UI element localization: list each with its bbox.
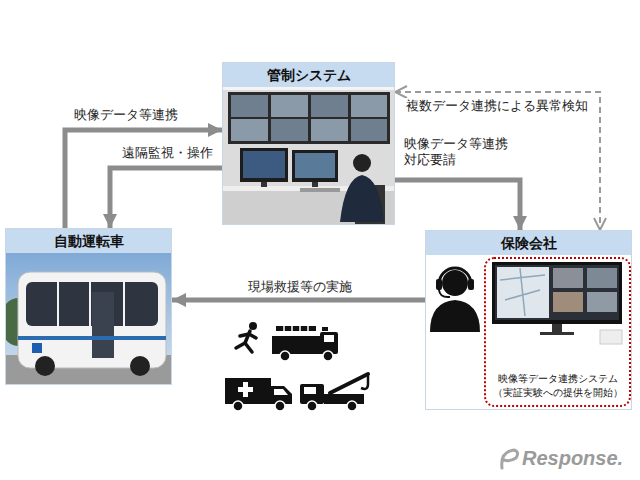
bus-photo-part bbox=[92, 292, 114, 358]
bus-photo-part bbox=[130, 356, 150, 376]
operator-headset-icon-part bbox=[442, 270, 468, 296]
bus-photo-part bbox=[18, 272, 166, 368]
bus-photo-part bbox=[18, 336, 166, 340]
monitor-photo bbox=[492, 262, 622, 344]
monitor-photo-part bbox=[497, 267, 549, 318]
tow-truck-icon-part bbox=[330, 374, 368, 393]
control-room-photo-part bbox=[351, 119, 387, 141]
rescue-icons bbox=[225, 322, 368, 411]
monitor-photo-part bbox=[552, 324, 562, 332]
ambulance-icon bbox=[225, 378, 292, 411]
tow-truck-icon-part bbox=[304, 387, 316, 394]
monitor-photo-part bbox=[540, 332, 574, 335]
runner-icon-part bbox=[236, 343, 252, 352]
watermark-logo bbox=[502, 450, 518, 468]
monitor-photo-part bbox=[553, 292, 583, 312]
bus-photo-part bbox=[123, 282, 125, 326]
tow-truck-icon bbox=[300, 374, 368, 411]
monitor-photo-part bbox=[587, 268, 617, 288]
bus-photo-part bbox=[89, 282, 91, 326]
runner-icon bbox=[236, 322, 257, 352]
vehicle-box: 自動運転車 bbox=[5, 228, 172, 385]
control-room-photo-part bbox=[311, 95, 348, 117]
control-room-photo-part bbox=[353, 154, 371, 172]
ambulance-icon-part bbox=[274, 389, 288, 395]
control-room-photo-part bbox=[231, 119, 268, 141]
ambulance-icon-part bbox=[238, 387, 253, 392]
fire-truck-icon-part bbox=[272, 336, 322, 354]
flow-arrow bbox=[65, 130, 222, 228]
operator-headset-icon-part bbox=[430, 300, 480, 332]
insurer-box: 保険会社映像等データ連携システム （実証実験への提供を開始） bbox=[425, 230, 632, 410]
node-heading: 保険会社 bbox=[426, 231, 631, 255]
control-room-photo-part bbox=[240, 148, 288, 182]
control-room-photo-part bbox=[351, 95, 387, 117]
control-room-photo-part bbox=[292, 150, 338, 182]
control-room-photo-part bbox=[311, 119, 348, 141]
control-room-photo-part bbox=[300, 188, 340, 192]
operator-headset-icon-part bbox=[439, 268, 471, 284]
edge-label: 映像データ等連携 対応要請 bbox=[402, 136, 518, 169]
ambulance-icon-part bbox=[225, 378, 271, 404]
ambulance-icon-part bbox=[233, 401, 243, 411]
flow-arrow bbox=[172, 298, 425, 303]
control-room-photo-part bbox=[312, 182, 318, 187]
tow-truck-icon-part bbox=[324, 394, 364, 404]
dashed-arrow bbox=[395, 92, 600, 230]
tow-truck-icon-part bbox=[307, 401, 317, 411]
control-room-photo-part bbox=[261, 182, 267, 187]
node-heading: 管制システム bbox=[223, 63, 394, 87]
control-room-photo-part bbox=[228, 92, 390, 144]
fire-truck-icon bbox=[272, 326, 338, 361]
control-room-photo-part bbox=[223, 84, 394, 224]
tow-truck-icon-part bbox=[347, 401, 357, 411]
control-room-photo-part bbox=[295, 153, 335, 178]
monitor-photo-part bbox=[553, 268, 583, 288]
fire-truck-icon-part bbox=[322, 327, 328, 331]
fire-truck-icon-part bbox=[323, 351, 333, 361]
control-room-photo-part bbox=[243, 151, 285, 178]
ambulance-icon-part bbox=[275, 401, 285, 411]
operator-headset-icon-part bbox=[436, 279, 442, 290]
runner-icon-part bbox=[240, 334, 256, 338]
monitor-photo-part bbox=[500, 268, 545, 316]
edge-label: 現場救援等の実施 bbox=[246, 279, 354, 295]
flow-arrow bbox=[110, 168, 222, 228]
watermark: Response. bbox=[522, 446, 623, 470]
operator-headset-icon-part bbox=[439, 290, 450, 297]
callout-caption: 映像等データ連携システム （実証実験への提供を開始） bbox=[491, 372, 624, 399]
fire-truck-icon-part bbox=[324, 335, 334, 342]
control-room-photo-part bbox=[340, 175, 384, 222]
fire-truck-icon-part bbox=[280, 351, 290, 361]
control-system-box: 管制システム bbox=[222, 62, 395, 225]
bus-photo-part bbox=[6, 252, 171, 384]
bus-photo bbox=[6, 252, 171, 384]
control-room-photo-part bbox=[271, 95, 308, 117]
fire-truck-icon-part bbox=[284, 326, 308, 331]
monitor-photo-part bbox=[495, 265, 619, 320]
monitor-photo-part bbox=[600, 330, 622, 344]
tow-truck-icon-part bbox=[361, 374, 368, 389]
bus-photo-part bbox=[35, 356, 55, 376]
system-callout-box: 映像等データ連携システム （実証実験への提供を開始） bbox=[484, 257, 631, 407]
runner-icon-part bbox=[249, 322, 257, 330]
edge-label: 映像データ等連携 bbox=[72, 107, 180, 123]
monitor-photo-part bbox=[492, 262, 622, 324]
bus-photo-part bbox=[32, 343, 42, 353]
bus-photo-part bbox=[57, 282, 59, 326]
edge-label: 複数データ連携による異常検知 bbox=[404, 98, 590, 114]
fire-truck-icon-part bbox=[276, 326, 316, 331]
control-room-photo-part bbox=[271, 119, 308, 141]
control-room-photo bbox=[223, 84, 394, 224]
watermark-logo-part bbox=[502, 450, 518, 468]
monitor-photo-part bbox=[587, 292, 617, 312]
edge-label: 遠隔監視・操作 bbox=[120, 145, 215, 161]
operator-headset-icon bbox=[430, 268, 480, 332]
operator-headset-icon-part bbox=[468, 279, 474, 290]
flow-arrow bbox=[395, 180, 520, 230]
node-heading: 自動運転車 bbox=[6, 229, 171, 253]
control-room-photo-part bbox=[231, 95, 268, 117]
